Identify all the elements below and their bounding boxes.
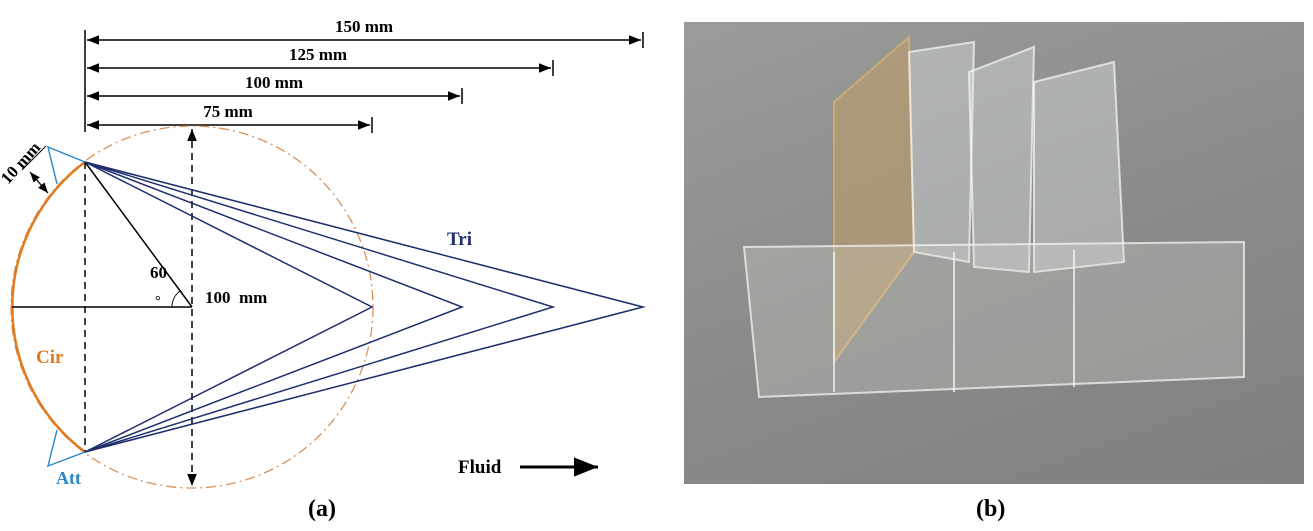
diagram-panel-a: 150 mm 125 mm 100 mm 75 mm 10 mm 60 ° 10… bbox=[0, 17, 646, 489]
radius-angled bbox=[84, 161, 193, 308]
dimension-125: 125 mm bbox=[289, 45, 347, 64]
tri-shapes bbox=[84, 161, 646, 453]
photo-model-shapes bbox=[742, 34, 1245, 399]
dimension-75: 75 mm bbox=[203, 102, 253, 121]
thickness-tick bbox=[21, 145, 47, 171]
caption-a: (a) bbox=[308, 496, 336, 522]
tri-label: Tri bbox=[447, 229, 472, 250]
diameter-label: 100 mm bbox=[205, 288, 267, 307]
fluid-label: Fluid bbox=[458, 457, 502, 478]
att-shapes bbox=[46, 145, 86, 468]
angle-label: 60 bbox=[150, 263, 167, 282]
dimension-lines bbox=[84, 30, 644, 133]
att-label: Att bbox=[56, 468, 81, 488]
dimension-100: 100 mm bbox=[245, 73, 303, 92]
photo-panel-b bbox=[684, 22, 1304, 484]
thickness-arrow bbox=[29, 171, 49, 194]
cir-label: Cir bbox=[36, 347, 64, 368]
dimension-150: 150 mm bbox=[335, 17, 393, 36]
caption-b: (b) bbox=[976, 496, 1006, 522]
angle-arc bbox=[171, 290, 181, 308]
degree-symbol: ° bbox=[155, 294, 161, 309]
